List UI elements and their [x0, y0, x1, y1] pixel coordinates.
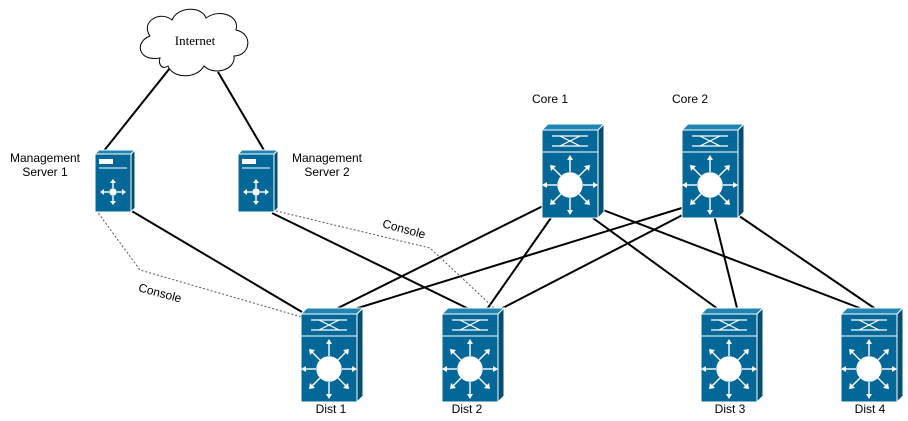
server-icon[interactable] [94, 149, 136, 213]
console-link-mgmt2-dist2 [271, 209, 495, 309]
link-core2-dist4 [725, 206, 881, 313]
link-core2-dist2 [494, 206, 699, 313]
link-core1-dist4 [589, 204, 871, 313]
link-mgmt2-dist2 [271, 212, 476, 313]
layer3-switch-icon[interactable] [681, 123, 745, 219]
mgmt2-label-line2: Server 2 [304, 165, 350, 179]
link-core1-dist2 [484, 204, 561, 313]
link-mgmt1-dist1 [129, 209, 303, 313]
link-core2-dist3 [711, 206, 739, 313]
dist1-label: Dist 1 [316, 402, 347, 416]
internet-label: Internet [175, 33, 216, 48]
layer3-switch-icon[interactable] [441, 307, 505, 403]
link-internet-mgmt1 [102, 67, 171, 153]
layer3-switch-icon[interactable] [541, 123, 605, 219]
core2-label: Core 2 [672, 92, 708, 106]
cloud-icon [139, 8, 249, 77]
mgmt2-label-line1: Management [292, 151, 363, 165]
layer3-switch-icon[interactable] [840, 307, 904, 403]
core1-label: Core 1 [532, 92, 568, 106]
dist4-label: Dist 4 [855, 402, 886, 416]
link-core1-dist3 [574, 204, 723, 313]
console-label-1: Console [137, 281, 183, 306]
link-core2-dist1 [344, 206, 686, 313]
layer3-switch-icon[interactable] [300, 307, 364, 403]
mgmt1-label-line2: Server 1 [22, 165, 68, 179]
mgmt1-label-line1: Management [10, 151, 81, 165]
dist2-label: Dist 2 [452, 402, 483, 416]
link-core1-dist1 [329, 204, 546, 313]
console-label-2: Console [381, 217, 427, 242]
dist3-label: Dist 3 [715, 402, 746, 416]
console-link-mgmt1-dist1 [95, 209, 313, 321]
layer3-switch-icon[interactable] [700, 307, 764, 403]
server-icon[interactable] [237, 149, 279, 213]
link-internet-mgmt2 [217, 71, 266, 153]
